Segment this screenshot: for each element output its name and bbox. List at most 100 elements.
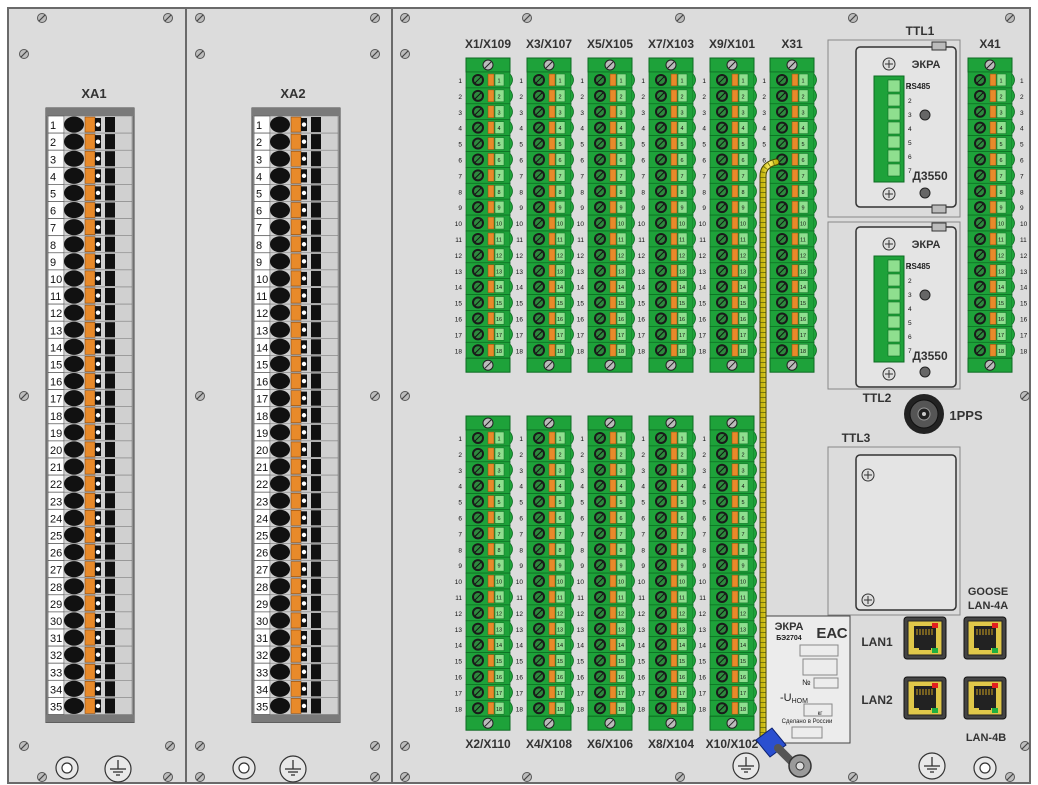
terminal-screw[interactable] — [270, 475, 290, 492]
terminal-screw[interactable] — [64, 253, 84, 270]
terminal-lever[interactable] — [84, 492, 96, 509]
terminal-lever[interactable] — [84, 253, 96, 270]
terminal-screw[interactable] — [270, 441, 290, 458]
terminal-screw[interactable] — [64, 150, 84, 167]
terminal-lever[interactable] — [290, 663, 302, 680]
terminal-lever[interactable] — [84, 116, 96, 133]
terminal-screw[interactable] — [64, 424, 84, 441]
terminal-lever[interactable] — [84, 527, 96, 543]
terminal-screw[interactable] — [270, 287, 290, 304]
terminal-screw[interactable] — [64, 167, 84, 184]
terminal-screw[interactable] — [64, 355, 84, 373]
terminal-lever[interactable] — [84, 475, 96, 492]
terminal-screw[interactable] — [64, 697, 84, 714]
terminal-lever[interactable] — [290, 680, 302, 697]
terminal-screw[interactable] — [64, 646, 84, 663]
terminal-lever[interactable] — [290, 321, 302, 338]
terminal-lever[interactable] — [290, 424, 302, 441]
terminal-lever[interactable] — [84, 202, 96, 218]
terminal-screw[interactable] — [64, 202, 84, 219]
terminal-screw[interactable] — [270, 697, 290, 714]
terminal-lever[interactable] — [290, 219, 302, 236]
terminal-screw[interactable] — [64, 441, 84, 458]
terminal-screw[interactable] — [64, 407, 84, 424]
terminal-lever[interactable] — [84, 304, 96, 321]
terminal-lever[interactable] — [84, 441, 96, 458]
terminal-screw[interactable] — [270, 304, 290, 321]
terminal-screw[interactable] — [270, 492, 290, 509]
terminal-lever[interactable] — [84, 424, 96, 441]
terminal-lever[interactable] — [84, 150, 96, 167]
terminal-lever[interactable] — [290, 150, 302, 167]
terminal-screw[interactable] — [64, 287, 84, 304]
terminal-lever[interactable] — [290, 338, 302, 355]
terminal-screw[interactable] — [270, 544, 290, 561]
terminal-lever[interactable] — [290, 612, 302, 629]
terminal-lever[interactable] — [290, 390, 302, 407]
terminal-lever[interactable] — [290, 304, 302, 321]
terminal-screw[interactable] — [64, 595, 84, 612]
terminal-lever[interactable] — [290, 253, 302, 270]
terminal-lever[interactable] — [290, 356, 302, 372]
terminal-screw[interactable] — [64, 270, 84, 287]
terminal-screw[interactable] — [64, 338, 84, 355]
terminal-screw[interactable] — [270, 390, 290, 407]
terminal-screw[interactable] — [270, 629, 290, 646]
terminal-lever[interactable] — [84, 544, 96, 560]
terminal-lever[interactable] — [290, 698, 302, 714]
terminal-lever[interactable] — [290, 133, 302, 150]
terminal-lever[interactable] — [84, 133, 96, 150]
terminal-lever[interactable] — [84, 509, 96, 526]
rj45-port[interactable] — [963, 616, 1007, 660]
pps-connector[interactable] — [904, 394, 944, 434]
terminal-screw[interactable] — [270, 321, 290, 338]
terminal-screw[interactable] — [64, 390, 84, 407]
terminal-lever[interactable] — [84, 236, 96, 253]
terminal-lever[interactable] — [290, 629, 302, 646]
terminal-lever[interactable] — [84, 185, 96, 201]
terminal-screw[interactable] — [270, 355, 290, 373]
terminal-screw[interactable] — [270, 184, 290, 201]
terminal-screw[interactable] — [64, 612, 84, 629]
terminal-lever[interactable] — [84, 321, 96, 338]
terminal-lever[interactable] — [84, 680, 96, 697]
terminal-lever[interactable] — [84, 407, 96, 424]
terminal-screw[interactable] — [270, 202, 290, 219]
terminal-lever[interactable] — [84, 390, 96, 407]
terminal-lever[interactable] — [84, 458, 96, 475]
terminal-screw[interactable] — [270, 407, 290, 424]
terminal-screw[interactable] — [64, 373, 84, 390]
terminal-lever[interactable] — [84, 612, 96, 629]
terminal-screw[interactable] — [270, 526, 290, 543]
terminal-screw[interactable] — [64, 304, 84, 321]
terminal-lever[interactable] — [290, 168, 302, 184]
terminal-lever[interactable] — [290, 407, 302, 424]
terminal-lever[interactable] — [290, 373, 302, 389]
terminal-screw[interactable] — [64, 492, 84, 509]
terminal-screw[interactable] — [64, 321, 84, 338]
terminal-screw[interactable] — [270, 646, 290, 663]
terminal-screw[interactable] — [270, 236, 290, 253]
terminal-screw[interactable] — [64, 184, 84, 201]
terminal-lever[interactable] — [290, 441, 302, 458]
terminal-screw[interactable] — [270, 578, 290, 595]
terminal-screw[interactable] — [64, 509, 84, 526]
terminal-screw[interactable] — [270, 458, 290, 475]
terminal-lever[interactable] — [290, 185, 302, 201]
terminal-screw[interactable] — [64, 219, 84, 236]
terminal-screw[interactable] — [270, 424, 290, 441]
terminal-lever[interactable] — [84, 646, 96, 663]
terminal-lever[interactable] — [84, 219, 96, 236]
terminal-screw[interactable] — [270, 338, 290, 355]
terminal-screw[interactable] — [64, 561, 84, 578]
terminal-lever[interactable] — [84, 168, 96, 184]
terminal-screw[interactable] — [270, 270, 290, 287]
terminal-screw[interactable] — [270, 373, 290, 390]
terminal-screw[interactable] — [64, 133, 84, 150]
terminal-screw[interactable] — [64, 544, 84, 561]
terminal-lever[interactable] — [84, 629, 96, 646]
terminal-lever[interactable] — [84, 578, 96, 595]
terminal-lever[interactable] — [84, 698, 96, 714]
terminal-screw[interactable] — [64, 116, 84, 133]
terminal-lever[interactable] — [290, 475, 302, 492]
